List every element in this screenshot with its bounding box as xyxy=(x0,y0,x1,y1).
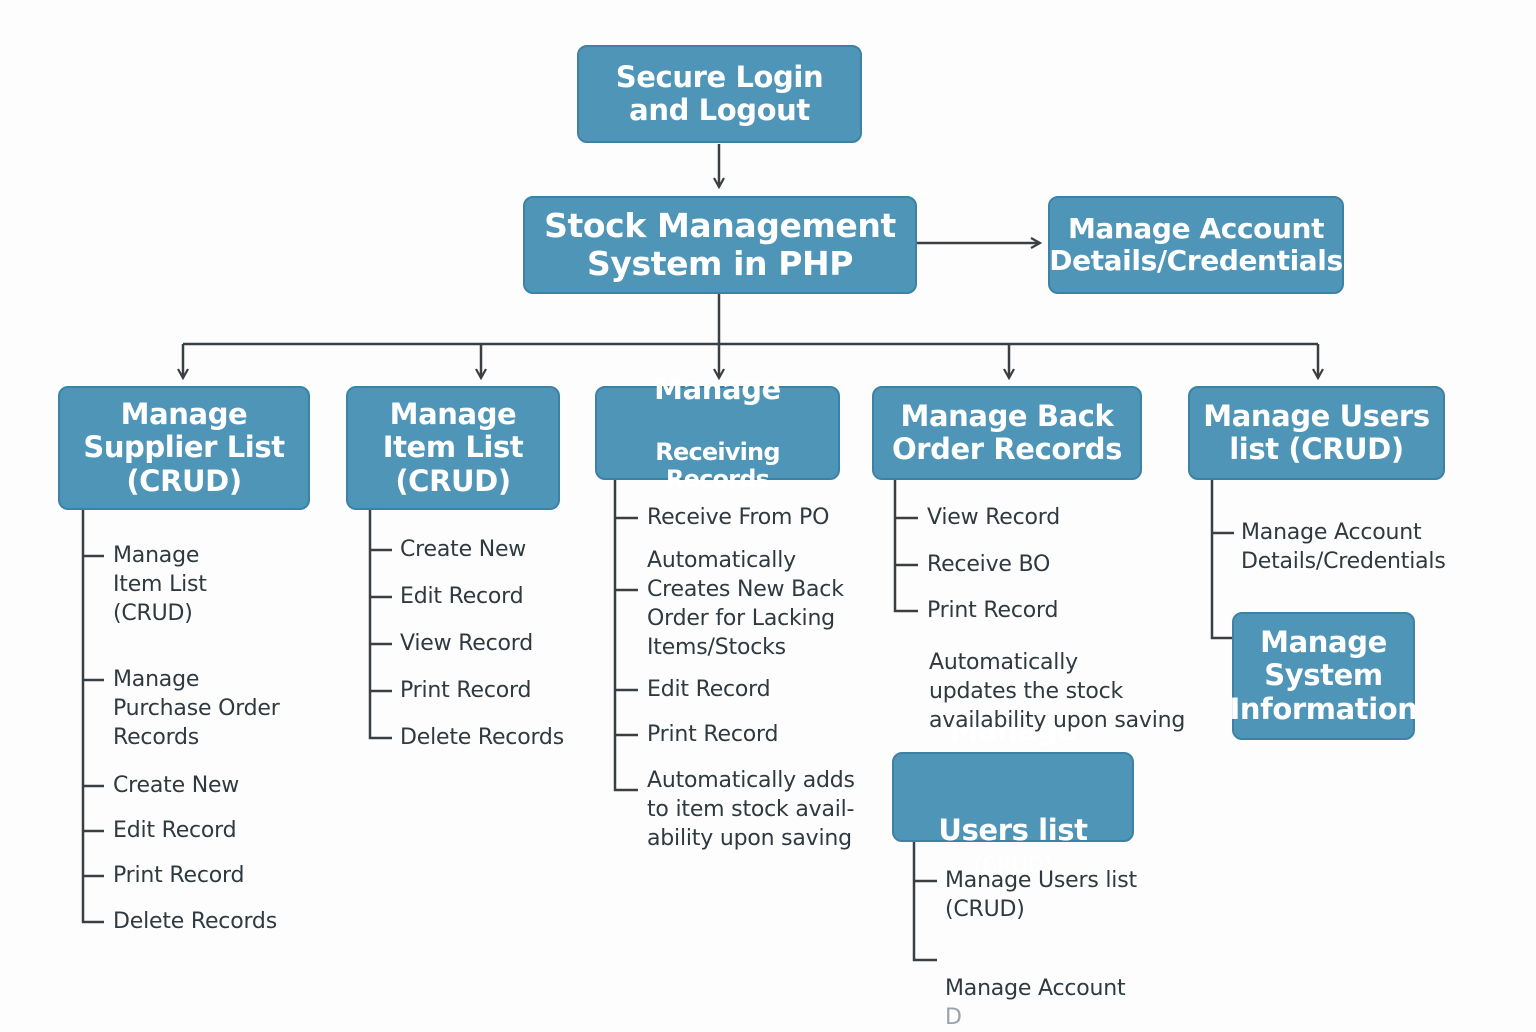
users-list-2-line-2b: (CRUD) xyxy=(973,853,1053,879)
receiving-item-auto-back-order: Automatically Creates New Back Order for… xyxy=(647,548,844,660)
backorder-branch xyxy=(893,480,918,613)
item-list-delete-records: Delete Records xyxy=(400,725,564,750)
manage-receiving-records-node: Manage Receiving Records xyxy=(595,372,840,493)
receiving-branch xyxy=(613,480,638,792)
users2-branch xyxy=(912,842,937,962)
supplier-branch xyxy=(81,510,104,924)
supplier-item-create-new: Create New xyxy=(113,773,240,798)
backorder-item-receive-bo: Receive BO xyxy=(927,552,1051,577)
users2-item-manage-account-cut: D xyxy=(945,1005,962,1030)
supplier-item-edit-record: Edit Record xyxy=(113,818,237,843)
users2-item-manage-account-text: Manage Account xyxy=(945,976,1126,1001)
backorder-item-view-record: View Record xyxy=(927,505,1061,530)
users-item-manage-account: Manage Account Details/Credentials xyxy=(1241,520,1446,574)
receiving-item-edit-record: Edit Record xyxy=(647,677,771,702)
item-list-create-new: Create New xyxy=(400,537,527,562)
backorder-item-print-record: Print Record xyxy=(927,598,1059,623)
item-list-edit-record: Edit Record xyxy=(400,584,524,609)
item-list-view-record: View Record xyxy=(400,631,534,656)
users-list-2-line-2a: Users list xyxy=(938,812,1088,847)
item-list-print-record: Print Record xyxy=(400,678,532,703)
receiving-item-auto-adds-stock: Automatically adds to item stock avail- … xyxy=(647,768,855,851)
users-branch xyxy=(1210,480,1234,640)
supplier-item-delete-records: Delete Records xyxy=(113,909,277,934)
users2-item-manage-users-list: Manage Users list (CRUD) xyxy=(945,868,1137,922)
stock-management-system-node: Stock Management System in PHP xyxy=(523,196,917,294)
users-list-2-line-1: Manage xyxy=(949,713,1077,748)
manage-back-order-records-node: Manage Back Order Records xyxy=(872,386,1142,480)
users2-item-manage-account: Manage Account D xyxy=(945,945,1126,1032)
manage-item-list-node: Manage Item List (CRUD) xyxy=(346,386,560,510)
supplier-item-manage-item-list: Manage Item List (CRUD) xyxy=(113,543,207,626)
secure-login-logout-node: Secure Login and Logout xyxy=(577,45,862,143)
item-branch xyxy=(368,510,392,740)
users-list-2-line-2: Users list (CRUD) xyxy=(938,780,1088,879)
receiving-records-line-2: Receiving Records xyxy=(655,437,780,494)
backorder-note-auto-updates: Automatically updates the stock availabi… xyxy=(929,650,1186,733)
receiving-records-line-1: Manage xyxy=(654,371,781,406)
supplier-item-print-record: Print Record xyxy=(113,863,245,888)
receiving-item-receive-from-po: Receive From PO xyxy=(647,505,830,530)
receiving-item-print-record: Print Record xyxy=(647,722,779,747)
manage-account-details-node: Manage Account Details/Credentials xyxy=(1048,196,1344,294)
supplier-item-manage-purchase-order: Manage Purchase Order Records xyxy=(113,667,280,750)
manage-supplier-list-node: Manage Supplier List (CRUD) xyxy=(58,386,310,510)
manage-users-list-node: Manage Users list (CRUD) xyxy=(1188,386,1445,480)
manage-users-list-2-node: Manage Users list (CRUD) xyxy=(892,714,1134,879)
manage-system-information-node: Manage System Information xyxy=(1229,612,1418,740)
